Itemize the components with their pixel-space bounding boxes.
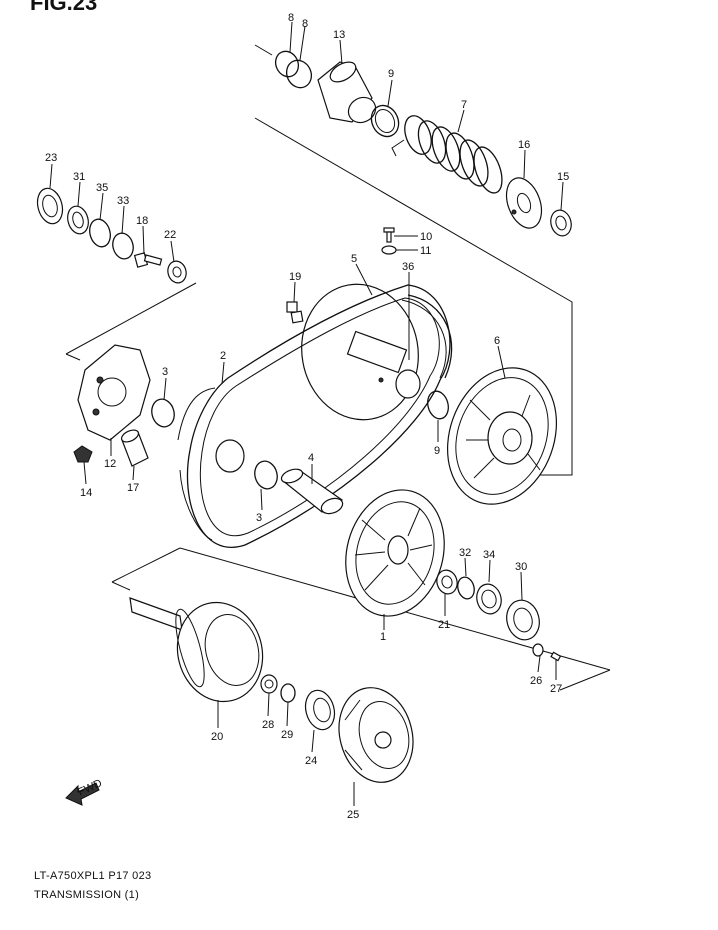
part-29-washer[interactable] [280, 683, 296, 703]
part-4-spacer[interactable] [280, 467, 345, 517]
label-18: 18 [136, 215, 148, 227]
part-9-washer-middle[interactable] [425, 389, 452, 421]
label-9-middle: 9 [434, 445, 440, 457]
label-10: 10 [420, 231, 432, 243]
label-19: 19 [289, 271, 301, 283]
part-2-drive-face-detail[interactable] [177, 387, 245, 541]
section-title: TRANSMISSION (1) [34, 889, 140, 901]
label-27: 27 [550, 683, 562, 695]
label-26: 26 [530, 675, 542, 687]
label-7: 7 [461, 99, 467, 111]
part-34-seal[interactable] [474, 581, 505, 616]
part-1-fixed-drive-face[interactable] [332, 479, 458, 627]
label-29: 29 [281, 729, 293, 741]
fwd-label: FWD [76, 777, 104, 798]
label-36: 36 [402, 261, 414, 273]
part-14-slider[interactable] [73, 445, 93, 463]
label-16: 16 [518, 139, 530, 151]
label-8b: 8 [302, 18, 308, 30]
label-15: 15 [557, 171, 569, 183]
label-31: 31 [73, 171, 85, 183]
part-17-collar[interactable] [120, 428, 149, 467]
part-33-washer[interactable] [110, 231, 136, 261]
part-18-bolt[interactable] [133, 252, 163, 268]
label-32: 32 [459, 547, 471, 559]
assembly-outline-top [254, 44, 573, 476]
part-3-washer-a[interactable] [149, 397, 177, 430]
label-4: 4 [308, 452, 314, 464]
label-3a: 3 [162, 366, 168, 378]
part-36-gear-ring[interactable] [401, 294, 453, 379]
part-30-bearing[interactable] [502, 597, 543, 644]
part-19-bolt[interactable] [286, 301, 304, 324]
label-34: 34 [483, 549, 495, 561]
part-13-sleeve[interactable] [317, 58, 380, 127]
part-15-nut[interactable] [548, 208, 574, 238]
part-5-driven-plate[interactable] [291, 275, 429, 429]
label-23: 23 [45, 152, 57, 164]
label-1: 1 [380, 631, 386, 643]
label-28: 28 [262, 719, 274, 731]
part-35-ring[interactable] [87, 217, 114, 249]
part-28-nut[interactable] [260, 674, 278, 694]
label-2: 2 [220, 350, 226, 362]
part-2-drive-belt[interactable] [186, 284, 451, 548]
label-17: 17 [127, 482, 139, 494]
label-33: 33 [117, 195, 129, 207]
model-code: LT-A750XPL1 P17 023 [34, 870, 152, 882]
part-20-clutch-housing[interactable] [129, 593, 274, 711]
assembly-outline-left [65, 282, 197, 361]
part-8-circlip-a[interactable] [272, 48, 303, 81]
part-22-collar[interactable] [165, 259, 188, 285]
label-3b: 3 [256, 512, 262, 524]
part-7-spring[interactable] [391, 112, 507, 197]
part-23-seal[interactable] [34, 186, 66, 227]
part-12-movable-face[interactable] [77, 344, 151, 441]
label-13: 13 [333, 29, 345, 41]
part-11-washer[interactable] [381, 245, 397, 255]
label-11: 11 [420, 245, 431, 257]
label-30: 30 [515, 561, 527, 573]
part-27-screw[interactable] [550, 651, 562, 662]
part-26-washer[interactable] [532, 643, 544, 657]
part-10-bolt[interactable] [383, 227, 395, 243]
part-number-labels: 8 8 13 9 7 16 15 23 31 35 33 18 22 10 11… [45, 12, 569, 821]
part-21-collar[interactable] [434, 568, 460, 596]
part-9-washer-top[interactable] [366, 101, 403, 141]
part-32-ring[interactable] [455, 575, 476, 600]
label-14: 14 [80, 487, 92, 499]
part-31-bearing[interactable] [65, 204, 92, 236]
figure-title: FIG.23 [30, 0, 98, 15]
part-16-cam[interactable] [500, 173, 548, 233]
label-12: 12 [104, 458, 116, 470]
label-9-top: 9 [388, 68, 394, 80]
label-20: 20 [211, 731, 223, 743]
label-22: 22 [164, 229, 176, 241]
part-3-washer-b[interactable] [252, 459, 280, 492]
part-8-circlip-b[interactable] [282, 56, 316, 92]
label-6: 6 [494, 335, 500, 347]
leader-lines [49, 21, 564, 806]
fwd-arrow-icon: FWD [65, 777, 104, 806]
label-8a: 8 [288, 12, 294, 24]
label-25: 25 [347, 809, 359, 821]
label-5: 5 [351, 253, 357, 265]
part-6-driven-sheave[interactable] [429, 352, 575, 519]
label-35: 35 [96, 182, 108, 194]
label-24: 24 [305, 755, 317, 767]
part-25-clutch-shoe[interactable] [329, 679, 423, 790]
label-21: 21 [438, 619, 450, 631]
part-24-needle-bearing[interactable] [301, 687, 338, 733]
